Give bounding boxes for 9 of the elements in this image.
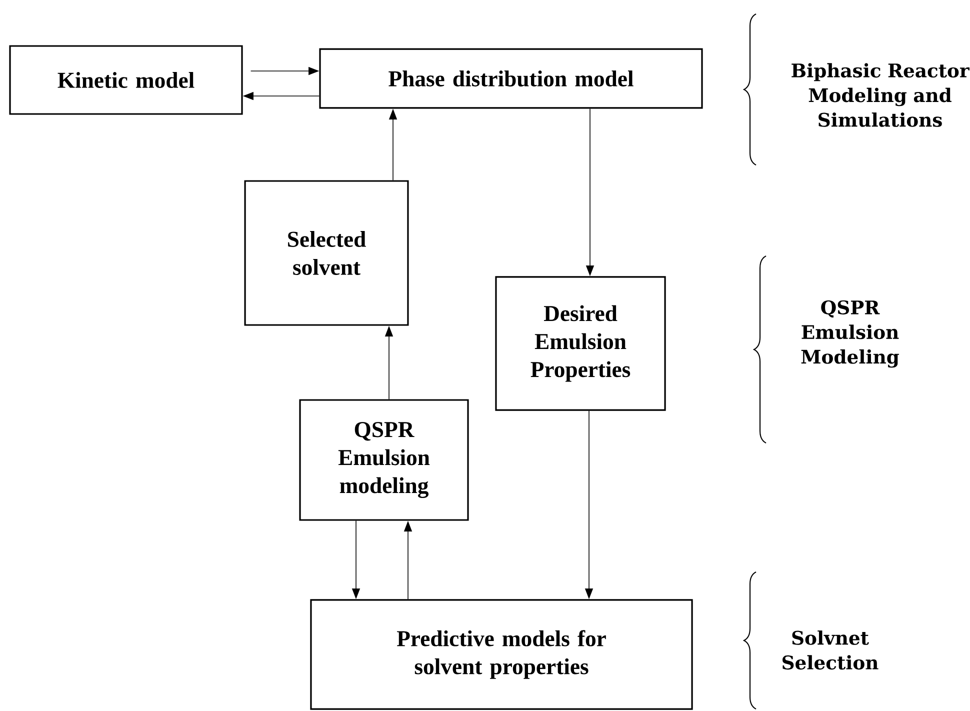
process-box: Predictive models for solvent properties — [310, 599, 693, 710]
process-box: Desired Emulsion Properties — [495, 276, 666, 411]
section-label: Biphasic Reactor Modeling and Simulations — [792, 63, 970, 127]
process-box: Kinetic model — [9, 45, 243, 115]
process-box: Phase distribution model — [319, 48, 703, 109]
section-label: Solvnet Selection — [782, 630, 878, 670]
process-box: Selected solvent — [244, 180, 409, 326]
process-box: QSPR Emulsion modeling — [299, 399, 469, 521]
section-label: QSPR Emulsion Modeling — [801, 300, 899, 368]
